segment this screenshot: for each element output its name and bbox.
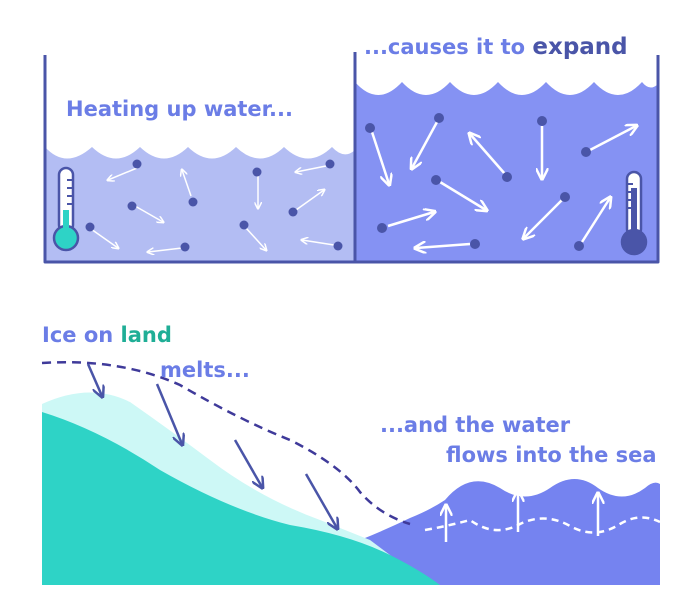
caption-land-word: land (121, 323, 172, 347)
sea-scene (360, 479, 661, 585)
melt-arrows (86, 363, 337, 528)
caption-expand: ...causes it to expand (364, 34, 628, 60)
cool-water-body (45, 147, 355, 262)
thermometer-cool-icon (52, 166, 80, 252)
warm-molecules (365, 113, 636, 251)
cool-molecules (85, 159, 343, 253)
caption-flows-into-sea: flows into the sea (446, 443, 657, 467)
thermometer-warm-icon (620, 170, 648, 256)
caption-heating: Heating up water... (66, 97, 293, 121)
caption-melts: melts... (160, 358, 250, 382)
cool-water-tank (45, 147, 355, 262)
land (42, 412, 440, 585)
tank-outline (43, 52, 660, 264)
previous-sea-level-line (424, 516, 661, 534)
sea-body (360, 479, 660, 585)
caption-ice-prefix: Ice on (42, 323, 121, 347)
warm-water-body (355, 82, 658, 262)
warm-water-tank (355, 82, 658, 262)
caption-and-the-water: ...and the water (380, 413, 571, 437)
caption-ice-on-land: Ice on land (42, 323, 172, 347)
original-ice-outline (41, 360, 411, 526)
caption-expand-word: expand (532, 34, 627, 60)
caption-expand-prefix: ...causes it to (364, 35, 532, 59)
sea-rise-arrows (446, 492, 598, 542)
land-scene (41, 360, 440, 585)
